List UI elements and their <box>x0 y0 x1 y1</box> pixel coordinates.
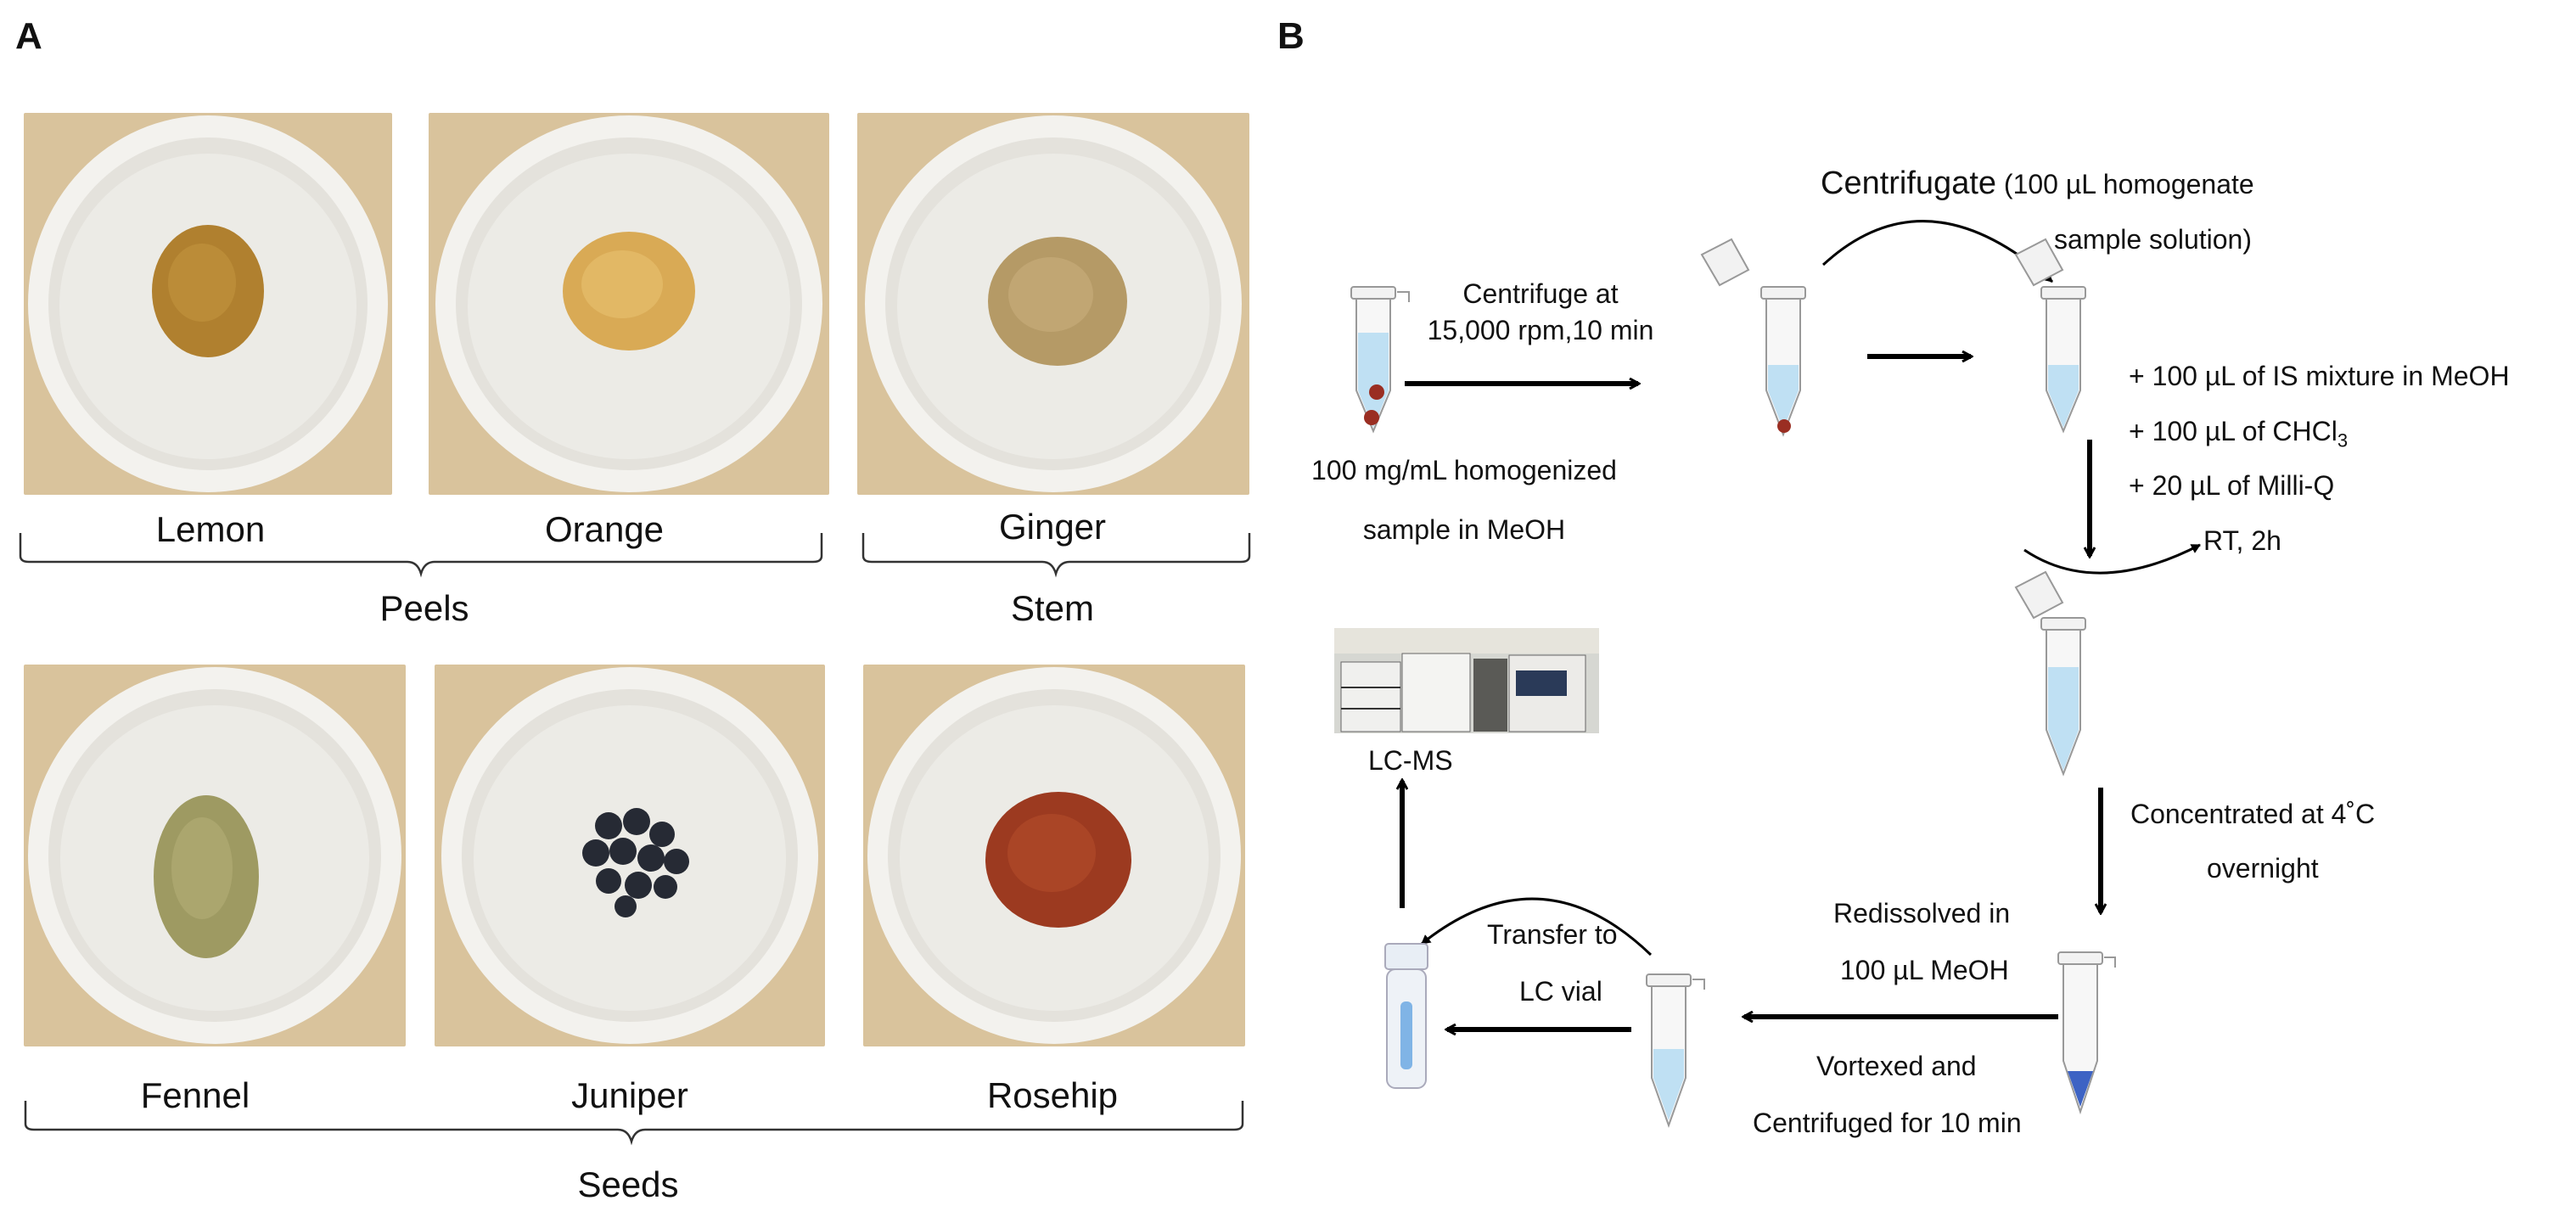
ginger-label: Ginger <box>998 507 1107 547</box>
lemon-mortar-illustration <box>24 113 392 495</box>
centrifugate-line2: sample solution) <box>2054 224 2252 255</box>
centrifugate-curve-arrow <box>1821 220 2053 283</box>
centrifuge-text-line2: 15,000 rpm,10 min <box>1427 315 1654 345</box>
juniper-photo <box>435 665 825 1046</box>
tube-6-redissolved <box>1646 973 1705 1128</box>
lcms-instrument-picture <box>1334 628 1599 733</box>
centrifuge-text-line1: Centrifuge at <box>1462 278 1619 309</box>
juniper-label: Juniper <box>571 1075 688 1115</box>
peels-group-label: Peels <box>379 588 469 628</box>
transfer-text-line2: LC vial <box>1519 976 1602 1007</box>
orange-mortar-illustration <box>429 113 829 495</box>
fennel-label: Fennel <box>140 1075 250 1115</box>
lcms-label: LC-MS <box>1368 745 1453 776</box>
centrifugate-detail: (100 µL homogenate <box>2003 169 2254 199</box>
tube-2-centrifuged <box>1700 238 1806 437</box>
tube-3-supernatant <box>2014 238 2086 434</box>
rosehip-photo <box>863 665 1245 1046</box>
centrifugate-label: Centrifugate (100 µL homogenate <box>1821 167 2254 199</box>
lemon-photo <box>24 113 392 495</box>
stem-group-label: Stem <box>1010 588 1095 628</box>
tube-1-homogenized-sample <box>1350 286 1410 434</box>
orange-photo <box>429 113 829 495</box>
concentrated-text-line1: Concentrated at 4˚C <box>2130 799 2376 829</box>
seeds-group-label: Seeds <box>577 1164 679 1204</box>
concentrated-text-line2: overnight <box>2207 853 2319 884</box>
lc-vial <box>1384 943 1428 1089</box>
fennel-photo <box>24 665 406 1046</box>
ginger-photo <box>857 113 1249 495</box>
ginger-mortar-illustration <box>857 113 1249 495</box>
rt-curve <box>2023 543 2201 575</box>
add-chcl3-prefix: + 100 µL of CHCl <box>2129 416 2337 446</box>
panel-a-letter: A <box>15 15 42 57</box>
panel-b-letter: B <box>1277 15 1305 57</box>
add-chcl3-subscript: 3 <box>2337 429 2349 452</box>
redissolved-text-line1: Redissolved in <box>1833 898 2011 928</box>
rosehip-label: Rosehip <box>986 1075 1119 1115</box>
add-is-text: + 100 µL of IS mixture in MeOH <box>2129 361 2510 391</box>
sample-text-line1: 100 mg/mL homogenized <box>1311 455 1617 485</box>
juniper-mortar-illustration <box>435 665 825 1046</box>
centrifugate-bold-word: Centrifugate <box>1821 165 1997 201</box>
tube-4-mixture <box>2014 570 2086 777</box>
fennel-mortar-illustration <box>24 665 406 1046</box>
lemon-label: Lemon <box>155 509 266 549</box>
vortexed-text-line1: Vortexed and <box>1816 1051 1977 1081</box>
vortexed-text-line2: Centrifuged for 10 min <box>1753 1108 2022 1138</box>
orange-label: Orange <box>544 509 665 549</box>
transfer-text-line1: Transfer to <box>1487 919 1618 950</box>
add-chcl3-text: + 100 µL of CHCl3 <box>2129 418 2348 450</box>
tube-5-residue <box>2057 951 2116 1115</box>
add-milliq-text: + 20 µL of Milli-Q <box>2129 470 2335 501</box>
rosehip-mortar-illustration <box>863 665 1245 1046</box>
rt-text: RT, 2h <box>2203 525 2281 556</box>
redissolved-text-line2: 100 µL MeOH <box>1840 955 2009 985</box>
sample-text-line2: sample in MeOH <box>1362 514 1566 545</box>
